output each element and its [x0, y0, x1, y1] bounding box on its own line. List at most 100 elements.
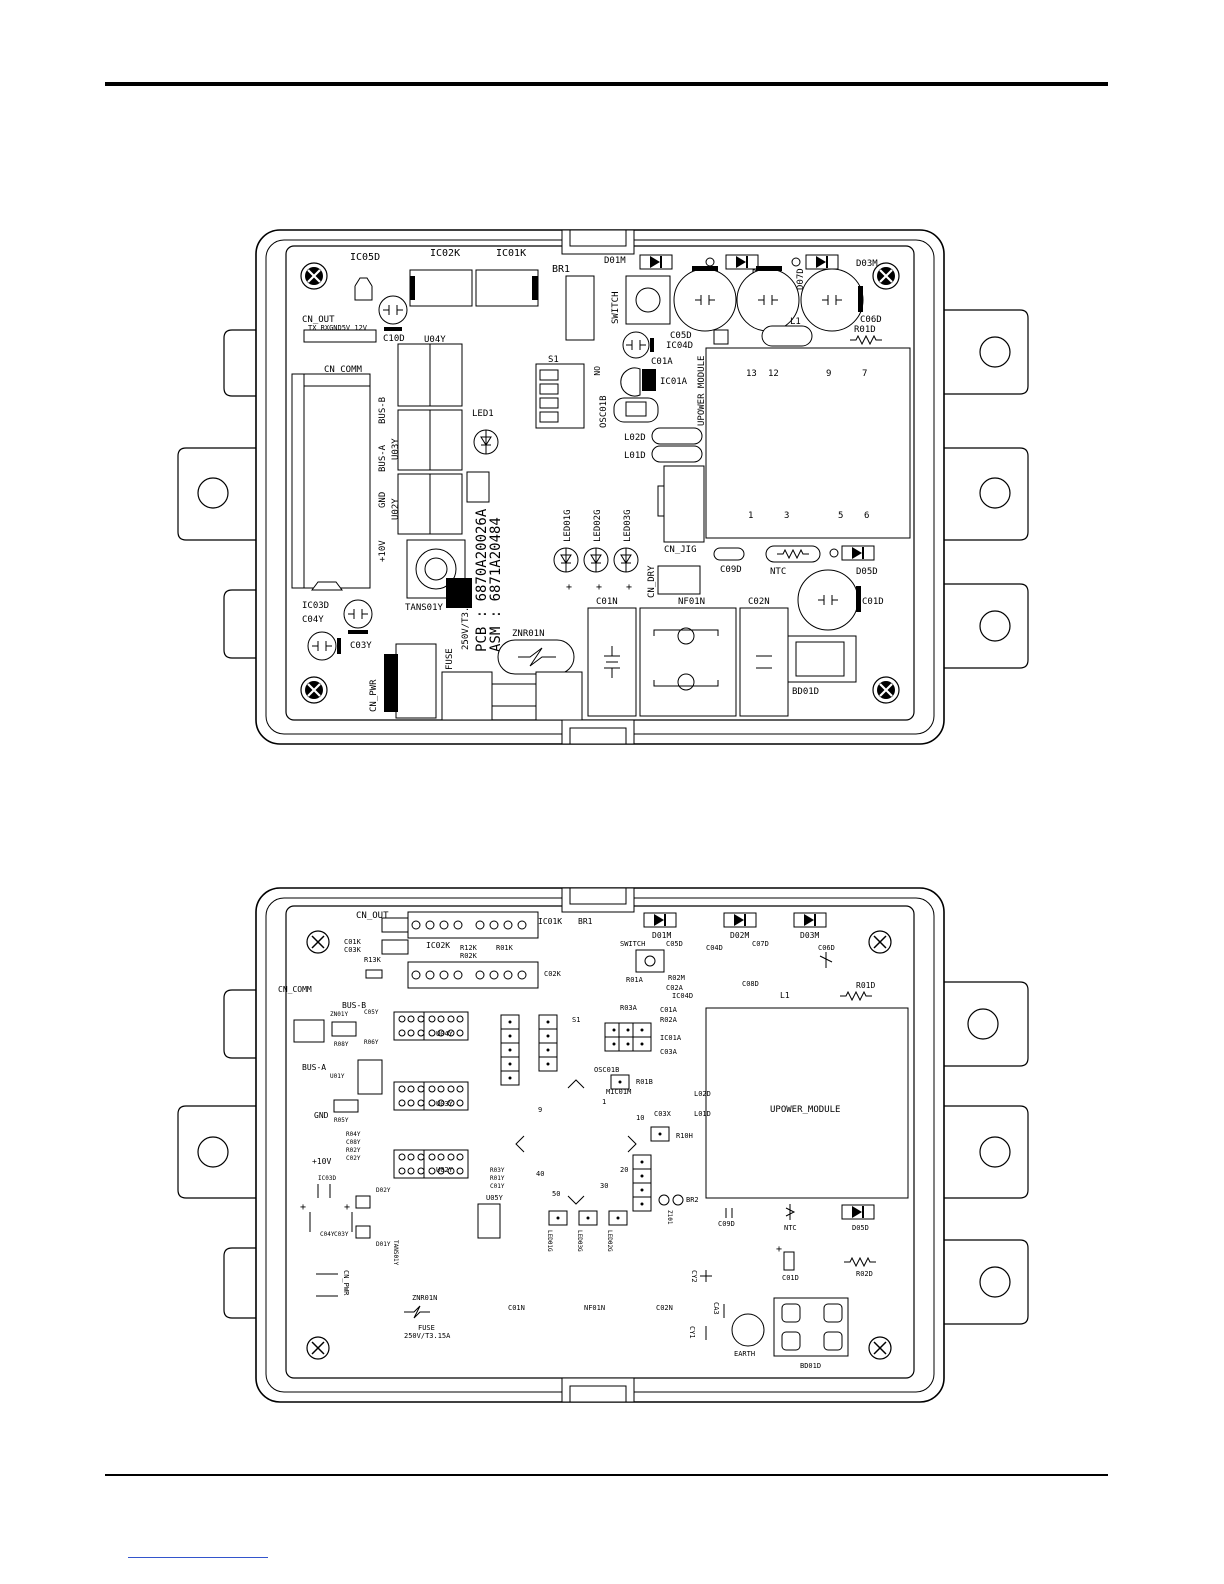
bottom-d03m-label: D03M	[800, 931, 819, 940]
top-d03m-label: D03M	[856, 259, 878, 269]
bottom-d02y-top-label: D02Y	[376, 1187, 391, 1194]
top-osc01b-label: OSC01B	[599, 395, 609, 428]
bottom-c02y-label: C02Y	[346, 1155, 361, 1162]
top-l1-label: L1	[790, 317, 801, 327]
bottom-led01g-label: LED01G	[546, 1230, 553, 1252]
bottom-r02k-label: R02K	[460, 952, 478, 960]
top-ic02k-label: IC02K	[430, 248, 460, 259]
top-cn-pwr-label: CN_PWR	[369, 679, 379, 712]
bottom-ic04d-label: IC04D	[672, 992, 693, 1000]
top-br1-label: BR1	[552, 264, 570, 275]
bottom-cn-out-label: CN_OUT	[356, 911, 389, 921]
top-s1-label: S1	[548, 355, 559, 365]
bottom-r01k-label: R01K	[496, 944, 514, 952]
top-c03y-label: C03Y	[350, 641, 372, 651]
top-led-plus-1: +	[566, 582, 572, 593]
top-pin12: 12	[768, 369, 779, 379]
bottom-mic01m-label: MIC01M	[606, 1088, 631, 1096]
footer-link-underline	[128, 1557, 268, 1558]
top-c01d-label: C01D	[862, 597, 884, 607]
top-c06d-label: C06D	[860, 315, 882, 325]
bottom-c01d-label: C01D	[782, 1274, 799, 1282]
bottom-r01b-label: R01B	[636, 1078, 653, 1086]
top-led02g-label: LED02G	[593, 509, 603, 542]
top-pin13: 13	[746, 369, 757, 379]
bottom-zn01y-label: ZN01Y	[330, 1011, 348, 1018]
bottom-c01n-label: C01N	[508, 1304, 525, 1312]
bottom-c02k-label: C02K	[544, 970, 562, 978]
top-znr01n-label: ZNR01N	[512, 629, 545, 639]
bottom-c01k-label: C01K	[344, 938, 362, 946]
bottom-micom-pin10: 10	[636, 1114, 644, 1122]
top-upower-module-label: UPOWER_MODULE	[697, 356, 707, 426]
top-cn-comm-label: CN_COMM	[324, 365, 363, 375]
bottom-c02a-label: C02A	[666, 984, 684, 992]
top-u04y-label: U04Y	[424, 335, 446, 345]
bottom-cn-comm-label: CN_COMM	[278, 985, 312, 994]
bottom-gnd-label: GND	[314, 1111, 329, 1120]
top-c01n-label: C01N	[596, 597, 618, 607]
top-u03y-label: U03Y	[391, 438, 401, 460]
bottom-c04d-label: C04D	[706, 944, 723, 952]
bottom-ca3-label: CA3	[712, 1302, 720, 1315]
bottom-znr01n-label: ZNR01N	[412, 1294, 437, 1302]
bottom-bus-a-label: BUS-A	[302, 1063, 326, 1072]
bottom-earth-label: EARTH	[734, 1350, 755, 1358]
bottom-ntc-label: NTC	[784, 1224, 797, 1232]
bottom-u03y-label: U03Y	[436, 1100, 454, 1108]
bottom-ic01a-label: IC01A	[660, 1034, 682, 1042]
bottom-l02d-label: L02D	[694, 1090, 711, 1098]
top-c01a-label: C01A	[651, 357, 673, 367]
top-pin6: 6	[864, 511, 869, 521]
bottom-r13k-label: R13K	[364, 956, 382, 964]
bottom-c01a-label: C01A	[660, 1006, 678, 1014]
top-bus-a-label: BUS-A	[378, 444, 388, 472]
bottom-l01d-label: L01D	[694, 1110, 711, 1118]
bottom-plus10v-label: +10V	[312, 1157, 331, 1166]
bottom-micom-pin20: 20	[620, 1166, 628, 1174]
top-c05d-label: C05D	[670, 331, 692, 341]
top-cn-jig-label: CN_JIG	[664, 545, 697, 555]
top-led-plus-3: +	[626, 582, 632, 593]
top-ic01a-label: IC01A	[660, 377, 688, 387]
bottom-c03k-label: C03K	[344, 946, 362, 954]
bottom-bd01d-label: BD01D	[800, 1362, 821, 1370]
top-cn-dry-label: CN_DRY	[647, 565, 657, 598]
top-ic05d-label: IC05D	[350, 252, 380, 263]
bottom-r01a-label: R01A	[626, 976, 644, 984]
top-fuse-rating-side: 250V/T3.15A	[461, 590, 471, 650]
bottom-l1-label: L1	[780, 991, 790, 1000]
bottom-d01m-label: D01M	[652, 931, 671, 940]
footer-rule	[105, 1474, 1108, 1476]
bottom-c04y-label: C04Y	[320, 1231, 335, 1238]
bottom-u04y-label: U04Y	[436, 1030, 454, 1038]
top-pin3: 3	[784, 511, 789, 521]
top-c02n-label: C02N	[748, 597, 770, 607]
bottom-ic02k-label: IC02K	[426, 941, 450, 950]
bottom-d05d-label: D05D	[852, 1224, 869, 1232]
top-ntc-label: NTC	[770, 567, 786, 577]
bottom-r01d-label: R01D	[856, 981, 875, 990]
bottom-fuse-label: FUSE	[418, 1324, 435, 1332]
bottom-led03g-label: LED03G	[576, 1230, 583, 1252]
bottom-r03y-label: R03Y	[490, 1167, 505, 1174]
bottom-r03a-label: R03A	[620, 1004, 638, 1012]
bottom-c08d-label: C08D	[742, 980, 759, 988]
bottom-plus-left: +	[300, 1202, 306, 1213]
top-d07d-label: D07D	[796, 268, 806, 290]
bottom-c06d-label: C06D	[818, 944, 835, 952]
bottom-d01y-label: D01Y	[376, 1241, 391, 1248]
header-rule	[105, 82, 1108, 86]
bottom-c03y-label: C03Y	[334, 1231, 349, 1238]
bottom-c05d-label: C05D	[666, 940, 683, 948]
top-pin7: 7	[862, 369, 867, 379]
top-led03g-label: LED03G	[623, 509, 633, 542]
bottom-cy2-label: CY2	[690, 1270, 698, 1283]
bottom-fuse-rating-label: 250V/T3.15A	[404, 1332, 451, 1340]
bottom-bus-b-label: BUS-B	[342, 1001, 366, 1010]
top-c09d-label: C09D	[720, 565, 742, 575]
bottom-c05y-label: C05Y	[364, 1009, 379, 1016]
top-r01d-label: R01D	[854, 325, 876, 335]
bottom-d02m-label: D02M	[730, 931, 749, 940]
